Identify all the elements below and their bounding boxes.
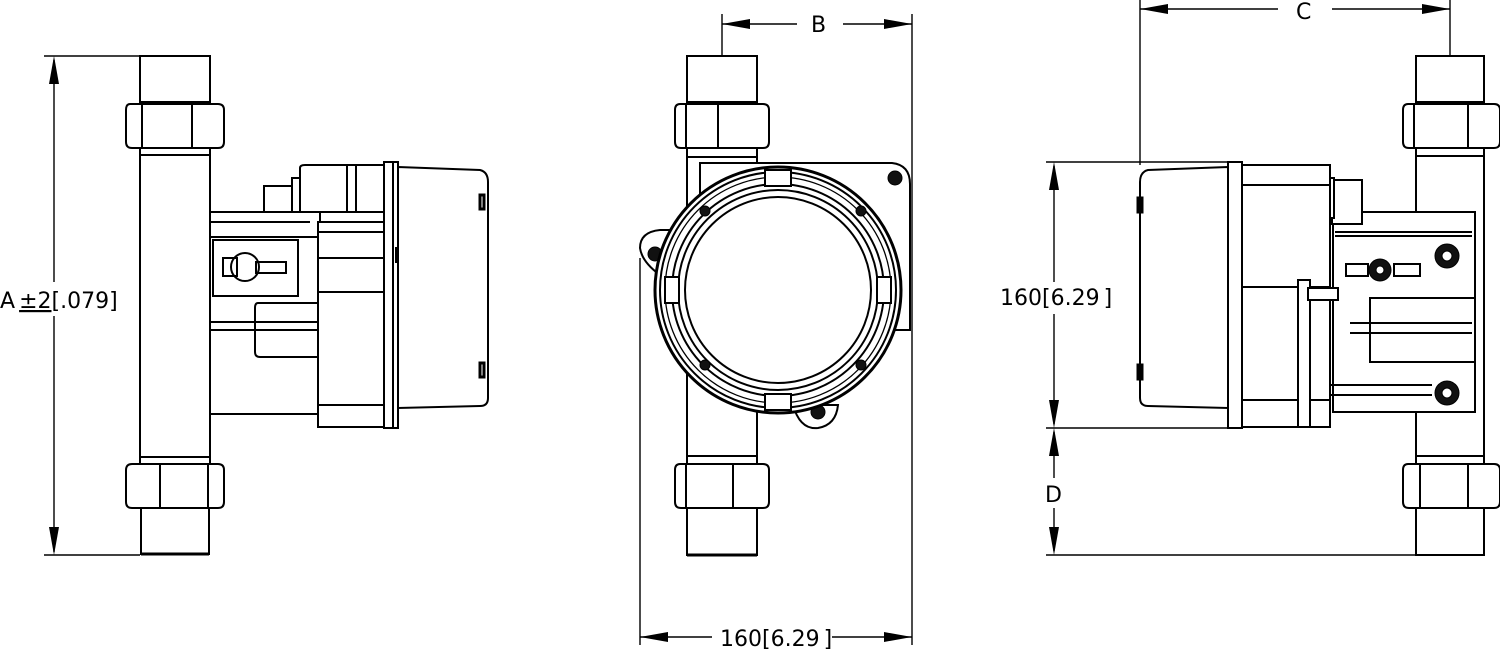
- front-view: [638, 55, 911, 557]
- dimension-c-label: C: [1296, 0, 1311, 25]
- dimension-d-label: D: [1045, 483, 1062, 508]
- dimension-b: [721, 14, 913, 645]
- dimension-width-front-label: 160[6.29]: [720, 627, 832, 652]
- dimension-b-label: B: [811, 13, 826, 38]
- left-side-view: [125, 55, 489, 556]
- dimension-a: [44, 55, 140, 556]
- dimension-c: [1139, 0, 1451, 165]
- dimension-height-side-label: 160[6.29]: [1000, 286, 1112, 311]
- dimension-width-front: [639, 258, 912, 645]
- dimension-d: [1049, 428, 1059, 555]
- dimension-a-label: A±2[.079]: [0, 289, 118, 314]
- dimension-height-side: [1046, 161, 1418, 556]
- right-side-view: [1136, 55, 1500, 556]
